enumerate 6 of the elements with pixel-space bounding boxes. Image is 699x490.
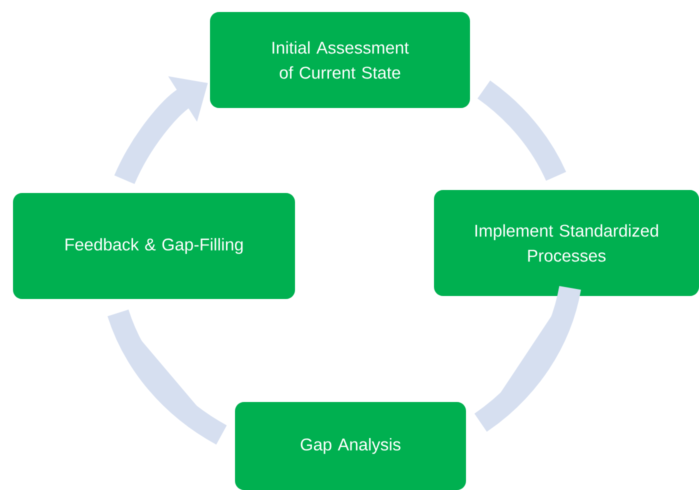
cycle-arrow (474, 286, 581, 432)
cycle-arrow (108, 309, 228, 444)
process-box: Gap Analysis (235, 402, 466, 490)
process-box: Implement Standardized Processes (434, 190, 699, 296)
process-box: Initial Assessment of Current State (210, 12, 470, 108)
process-box: Feedback & Gap-Filling (13, 193, 295, 299)
